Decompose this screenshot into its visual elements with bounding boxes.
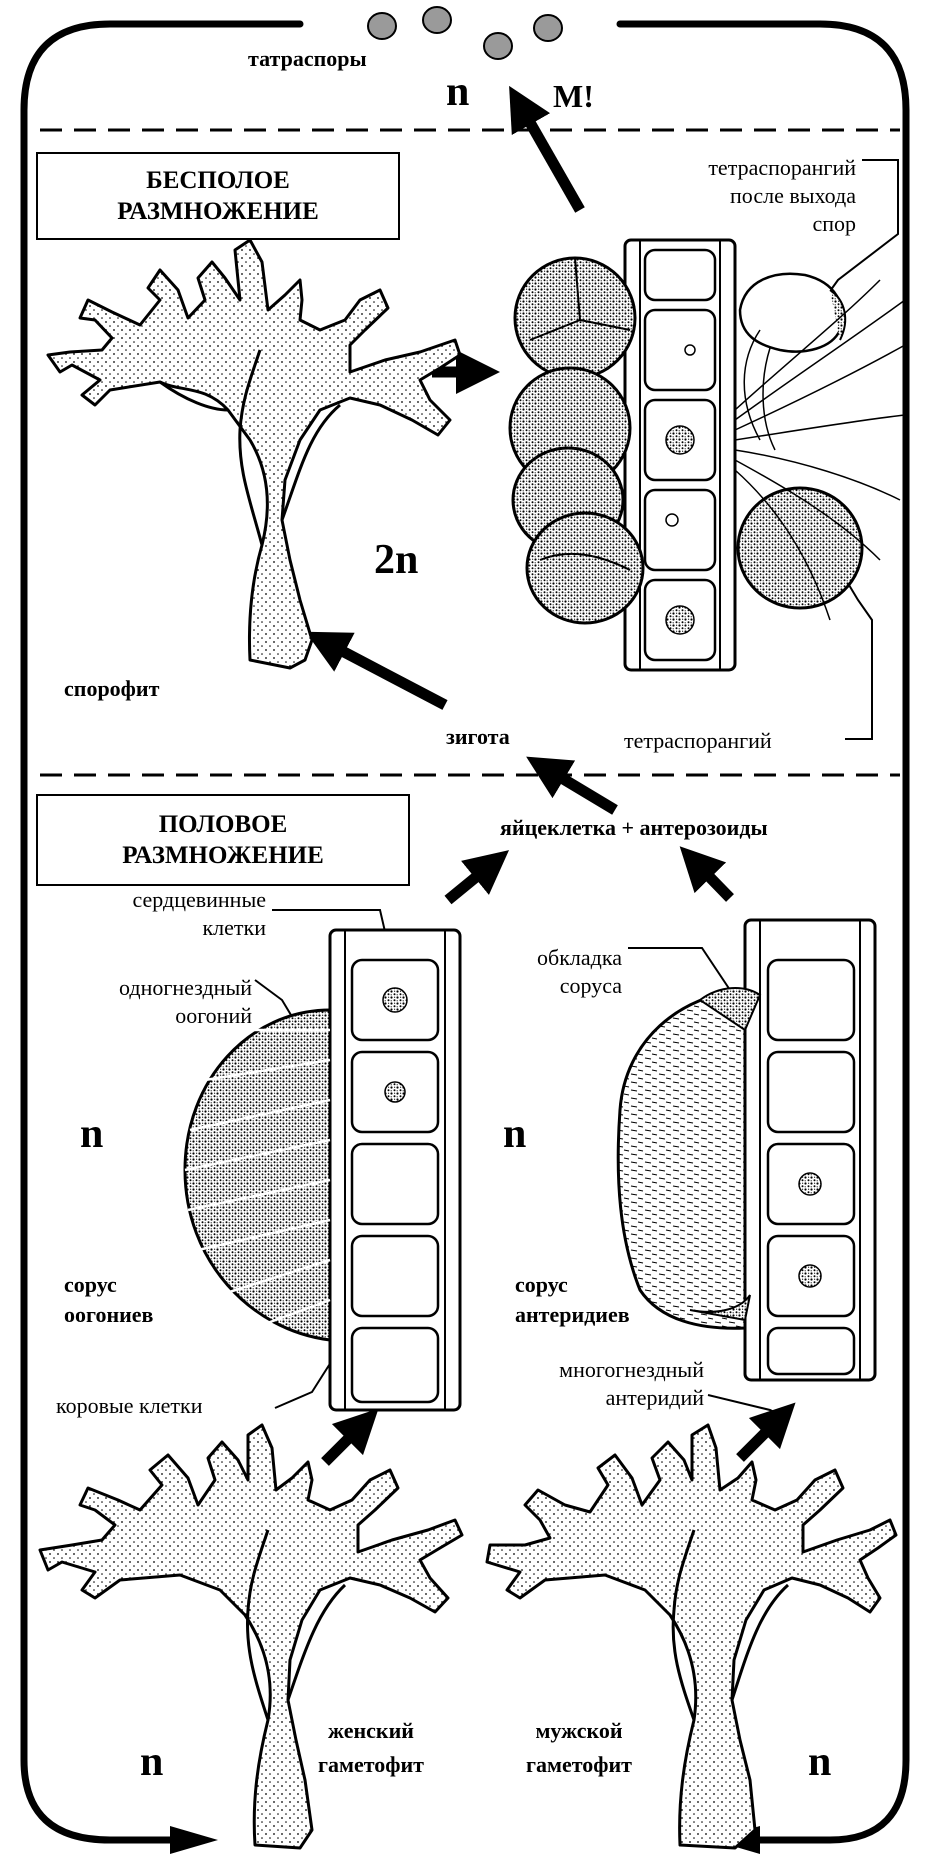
oogonia-sorus (185, 1010, 330, 1340)
sorus-antheridia-line1: сорус (515, 1270, 630, 1300)
sorus-cover-line2: соруса (470, 972, 622, 1000)
sexual-box-line2: РАЗМНОЖЕНИЕ (38, 840, 408, 871)
female-filament (330, 930, 460, 1410)
asexual-box-line2: РАЗМНОЖЕНИЕ (38, 196, 398, 227)
tetrasporangia-filament (625, 240, 735, 670)
antheridium-line2: антеридий (484, 1384, 704, 1412)
sorus-oogonia-label: сорус оогониев (64, 1270, 153, 1330)
sorus-cover-label: обкладка соруса (470, 944, 622, 1000)
arrow-oogonia-to-fusion (448, 864, 492, 900)
cortical-cells-label: коровые клетки (56, 1393, 203, 1419)
female-gametophyte-line1: женский (318, 1714, 424, 1748)
sorus-oogonia-line1: сорус (64, 1270, 153, 1300)
sorus-antheridia-label: сорус антеридиев (515, 1270, 630, 1330)
oogonium-line2: оогоний (40, 1002, 252, 1030)
ploidy-n-bottom-left: n (140, 1738, 163, 1786)
male-gametophyte-line1: мужской (526, 1714, 632, 1748)
tetrasporangium-after-release (740, 274, 845, 450)
spores (368, 7, 562, 59)
arrow-antheridia-to-fusion (695, 862, 730, 898)
sporophyte-thallus (48, 240, 460, 668)
tetrasporangium-empty-line2: после выхода (640, 182, 856, 210)
female-gametophyte-label: женский гаметофит (318, 1714, 424, 1782)
ploidy-n-sorus-left: n (80, 1110, 103, 1158)
tetrasporangium-label: тетраспорангий (624, 728, 772, 754)
male-gametophyte-line2: гаметофит (526, 1748, 632, 1782)
sexual-reproduction-box: ПОЛОВОЕ РАЗМНОЖЕНИЕ (36, 794, 410, 886)
female-gametophyte-line2: гаметофит (318, 1748, 424, 1782)
medullary-cells-line1: сердцевинные (60, 886, 266, 914)
sexual-box-line1: ПОЛОВОЕ (38, 809, 408, 840)
spores-label: татраспоры (248, 46, 367, 72)
fusion-label: яйцеклетка + антерозоиды (500, 815, 768, 841)
male-gametophyte-label: мужской гаметофит (526, 1714, 632, 1782)
tetrasporangium-empty-line3: спор (640, 210, 856, 238)
sorus-antheridia-line2: антеридиев (515, 1300, 630, 1330)
medullary-cells-label: сердцевинные клетки (60, 886, 266, 942)
tetrasporangium-empty-label: тетраспорангий после выхода спор (640, 154, 856, 238)
ploidy-n-bottom-right: n (808, 1738, 831, 1786)
tetrasporangium-empty-line1: тетраспорангий (640, 154, 856, 182)
antheridia-sorus (618, 988, 760, 1328)
zygote-label: зигота (446, 724, 510, 750)
antheridium-line1: многогнездный (484, 1356, 704, 1384)
female-gametophyte-thallus (40, 1425, 462, 1848)
male-filament (745, 920, 875, 1380)
male-gametophyte-thallus (487, 1425, 896, 1848)
arrow-male-to-sorus (740, 1418, 780, 1458)
ploidy-n-sorus-right: n (503, 1110, 526, 1158)
sorus-oogonia-line2: оогониев (64, 1300, 153, 1330)
asexual-box-line1: БЕСПОЛОЕ (38, 165, 398, 196)
sporophyte-label: спорофит (64, 676, 159, 702)
oogonium-line1: одногнездный (40, 974, 252, 1002)
ploidy-n-top: n (446, 68, 469, 116)
arrow-zygote-to-sporophyte (325, 642, 445, 705)
sorus-cover-line1: обкладка (470, 944, 622, 972)
ploidy-2n: 2n (374, 536, 418, 584)
meiosis-label: М! (553, 78, 594, 115)
arrow-to-spores (520, 105, 580, 210)
antheridium-label: многогнездный антеридий (484, 1356, 704, 1412)
arrow-female-to-sorus (325, 1424, 363, 1462)
asexual-reproduction-box: БЕСПОЛОЕ РАЗМНОЖЕНИЕ (36, 152, 400, 240)
medullary-cells-line2: клетки (60, 914, 266, 942)
oogonium-label: одногнездный оогоний (40, 974, 252, 1030)
